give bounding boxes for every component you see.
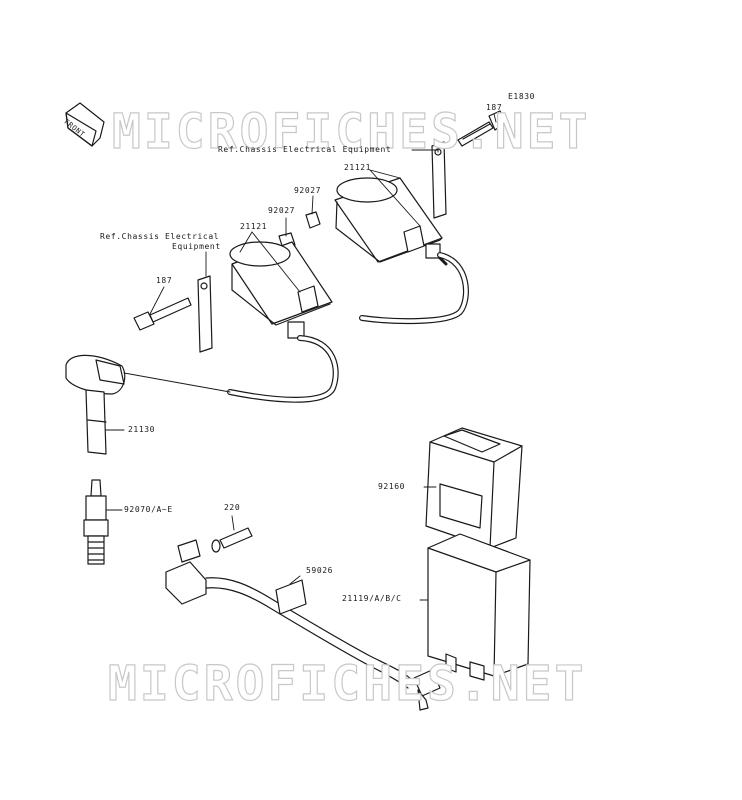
label-spark-plug[interactable]: 92070/A~E — [124, 505, 173, 514]
label-bolt-187-top[interactable]: 187 — [486, 103, 503, 112]
label-ref-chassis-top[interactable]: Ref.Chassis Electrical Equipment — [218, 145, 392, 154]
spark-plug[interactable] — [83, 479, 109, 565]
harness-clamp[interactable] — [275, 579, 307, 615]
coil-lead-front[interactable] — [227, 335, 339, 403]
diagram-code: E1830 — [508, 92, 536, 101]
label-ref-chassis-left-1[interactable]: Ref.Chassis Electrical — [100, 232, 220, 241]
watermark-top: MICROFICHES.NET — [111, 104, 591, 160]
bolt-187-top[interactable] — [457, 110, 507, 147]
front-arrow-icon — [65, 102, 105, 147]
label-igniter[interactable]: 21119/A/B/C — [342, 594, 402, 603]
bracket-left[interactable] — [197, 275, 213, 353]
collar-92027-rear[interactable] — [305, 211, 321, 229]
label-collar-rear[interactable]: 92027 — [294, 186, 322, 195]
label-screw[interactable]: 220 — [224, 503, 241, 512]
bracket-top[interactable] — [431, 141, 447, 219]
label-plug-cap[interactable]: 21130 — [128, 425, 156, 434]
pickup-coil-sensor[interactable] — [165, 539, 413, 689]
ignition-coil-front[interactable] — [229, 241, 333, 339]
label-clamp[interactable]: 59026 — [306, 566, 334, 575]
cdi-case[interactable] — [425, 427, 523, 549]
watermark-bottom: MICROFICHES.NET — [107, 656, 587, 712]
igniter-unit[interactable] — [427, 533, 531, 681]
screw-220[interactable] — [211, 527, 253, 553]
label-bolt-187-left[interactable]: 187 — [156, 276, 173, 285]
coil-lead-rear[interactable] — [359, 252, 469, 325]
spark-plug-cap[interactable] — [65, 354, 126, 455]
label-collar-front[interactable]: 92027 — [268, 206, 296, 215]
harness-connector[interactable] — [413, 669, 441, 711]
label-coil-front[interactable]: 21121 — [240, 222, 268, 231]
label-ref-chassis-left-2[interactable]: Equipment — [172, 242, 221, 251]
bolt-187-left[interactable] — [133, 297, 192, 331]
label-cdi-case[interactable]: 92160 — [378, 482, 406, 491]
label-coil-rear[interactable]: 21121 — [344, 163, 372, 172]
leader-lines — [105, 113, 497, 601]
ignition-coil-rear[interactable] — [334, 177, 448, 266]
